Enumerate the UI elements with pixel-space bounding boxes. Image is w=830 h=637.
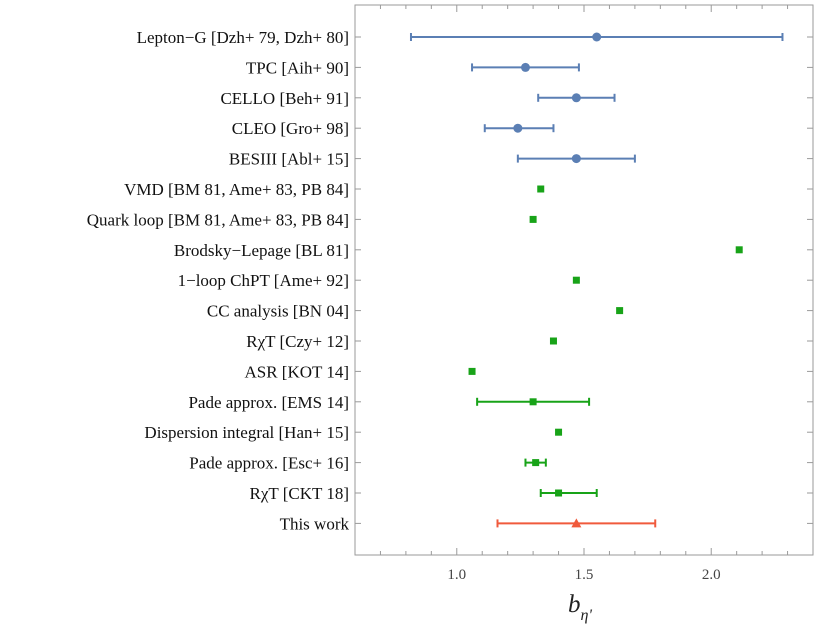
row-label: Dispersion integral [Han+ 15]: [144, 423, 349, 442]
data-point-square: [572, 276, 580, 284]
row-label: CLEO [Gro+ 98]: [232, 119, 349, 138]
data-point-square: [555, 489, 563, 497]
rows: Lepton−G [Dzh+ 79, Dzh+ 80] TPC [Aih+ 90]…: [87, 28, 813, 533]
data-row: RχT [Czy+ 12]: [246, 332, 813, 351]
data-point-triangle: [571, 518, 582, 528]
row-label: ASR [KOT 14]: [244, 362, 349, 381]
x-axis-title-main: b: [568, 591, 581, 618]
data-row: Quark loop [BM 81, Ame+ 83, PB 84]: [87, 210, 813, 229]
data-row: CLEO [Gro+ 98]: [232, 119, 813, 138]
x-axis-title-subscript: η': [581, 607, 593, 624]
data-row: TPC [Aih+ 90]: [246, 58, 813, 77]
data-point-circle: [592, 32, 602, 42]
data-row: Dispersion integral [Han+ 15]: [144, 423, 813, 442]
data-row: This work: [280, 514, 813, 533]
data-row: 1−loop ChPT [Ame+ 92]: [178, 271, 813, 290]
x-tick-label: 1.5: [575, 567, 594, 583]
data-point-circle: [571, 93, 581, 103]
data-row: Pade approx. [EMS 14]: [188, 393, 813, 412]
row-label: BESIII [Abl+ 15]: [229, 150, 349, 169]
row-label: TPC [Aih+ 90]: [246, 58, 349, 77]
data-row: Lepton−G [Dzh+ 79, Dzh+ 80]: [137, 28, 813, 47]
row-label: CC analysis [BN 04]: [207, 302, 349, 321]
data-row: CELLO [Beh+ 91]: [220, 89, 813, 108]
row-label: CELLO [Beh+ 91]: [220, 89, 349, 108]
row-label: Quark loop [BM 81, Ame+ 83, PB 84]: [87, 210, 349, 229]
x-axis: 1.0 1.5 2.0: [379, 5, 789, 583]
row-label: RχT [CKT 18]: [250, 484, 349, 503]
row-label: Pade approx. [EMS 14]: [188, 393, 349, 412]
data-point-circle: [571, 154, 581, 164]
data-point-square: [529, 398, 537, 406]
data-point-square: [468, 367, 476, 375]
x-tick-label: 2.0: [702, 567, 721, 583]
data-row: RχT [CKT 18]: [250, 484, 813, 503]
row-label: VMD [BM 81, Ame+ 83, PB 84]: [124, 180, 349, 199]
row-label: 1−loop ChPT [Ame+ 92]: [178, 271, 349, 290]
row-label: Pade approx. [Esc+ 16]: [189, 454, 349, 473]
data-point-circle: [520, 62, 530, 72]
data-point-circle: [513, 123, 523, 133]
data-point-square: [537, 185, 545, 193]
row-label: RχT [Czy+ 12]: [246, 332, 349, 351]
x-tick-label: 1.0: [447, 567, 466, 583]
data-row: Pade approx. [Esc+ 16]: [189, 454, 813, 473]
x-axis-title: bη': [568, 591, 592, 624]
plot-frame: [354, 4, 814, 556]
data-row: VMD [BM 81, Ame+ 83, PB 84]: [124, 180, 813, 199]
data-point-square: [555, 428, 563, 436]
data-point-square: [735, 246, 743, 254]
data-row: ASR [KOT 14]: [244, 362, 813, 381]
data-point-square: [532, 459, 540, 467]
data-point-square: [616, 307, 624, 315]
data-row: CC analysis [BN 04]: [207, 302, 813, 321]
data-point-square: [549, 337, 557, 345]
row-label: This work: [280, 514, 350, 533]
row-label: Brodsky−Lepage [BL 81]: [174, 241, 349, 260]
data-point-square: [529, 215, 537, 223]
data-row: BESIII [Abl+ 15]: [229, 150, 813, 169]
data-row: Brodsky−Lepage [BL 81]: [174, 241, 813, 260]
row-label: Lepton−G [Dzh+ 79, Dzh+ 80]: [137, 28, 349, 47]
